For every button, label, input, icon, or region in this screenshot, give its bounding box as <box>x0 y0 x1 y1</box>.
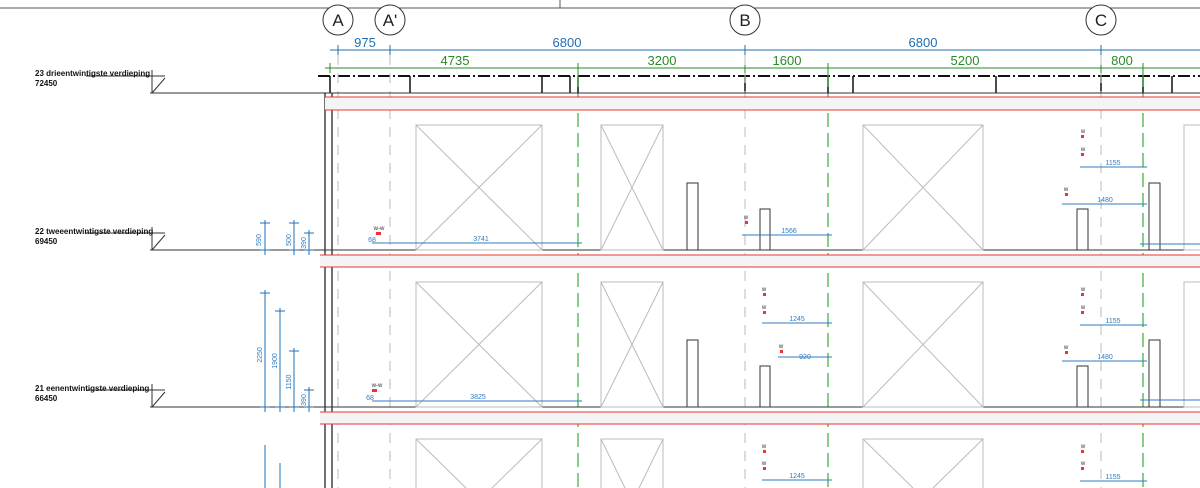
dimension-label: 1245 <box>789 473 805 480</box>
floor-dimensions <box>372 166 1200 482</box>
grid-label: A' <box>383 11 398 30</box>
wall-tag: w-w <box>373 226 385 232</box>
wall-tag: w <box>1063 187 1069 193</box>
dimension-label: 6800 <box>553 35 582 50</box>
dimension-label: 3825 <box>470 394 486 401</box>
dimension-label: 1155 <box>1105 160 1120 167</box>
level-name: 21 eenentwintigste verdieping <box>35 384 149 393</box>
dimension-label: 390 <box>301 394 308 406</box>
wall-tag: w <box>1080 287 1086 293</box>
wall-tag: w <box>1080 444 1086 450</box>
dimension-label: 1480 <box>1097 354 1113 361</box>
dimension-label: 1155 <box>1105 474 1120 481</box>
dimension-label: 1155 <box>1105 318 1120 325</box>
level-name: 23 drieentwintigste verdieping <box>35 69 150 78</box>
dimension-label: 1566 <box>781 228 797 235</box>
wall-tag: w-w <box>371 383 383 389</box>
dimension-label: 68 <box>366 395 374 402</box>
dimension-label: 2250 <box>257 347 264 363</box>
wall-tag: w <box>1080 461 1086 467</box>
wall-tag: w <box>1080 305 1086 311</box>
grid-bubble-a-prime[interactable]: A' <box>374 4 406 36</box>
wall-markers <box>372 135 1084 470</box>
wall-tag: w <box>743 215 749 221</box>
parapet-posts <box>329 76 1173 93</box>
wall-tag: w <box>1080 147 1086 153</box>
wall-tag: w <box>778 344 784 350</box>
level-elevation: 69450 <box>35 237 58 246</box>
level-elevation: 66450 <box>35 394 58 403</box>
dimension-label: 1900 <box>272 353 279 369</box>
dimension-label: 975 <box>354 35 376 50</box>
slab-21 <box>150 406 1200 425</box>
dimension-label: 590 <box>256 234 263 246</box>
dimension-label: 1245 <box>789 316 805 323</box>
grid-dimension-line <box>330 45 1200 55</box>
grid-bubble-c[interactable]: C <box>1085 4 1117 36</box>
wall-tag: w <box>1080 129 1086 135</box>
grid-label: C <box>1095 11 1107 30</box>
dimension-label: 1480 <box>1097 197 1113 204</box>
dimension-label: 920 <box>799 354 811 361</box>
grid-bubble-b[interactable]: B <box>729 4 761 36</box>
level-elevation: 72450 <box>35 79 58 88</box>
dimension-label: 1150 <box>286 374 293 389</box>
posts <box>686 182 1161 408</box>
slab-23 <box>150 92 1200 111</box>
wall-tag: w <box>761 461 767 467</box>
dimension-label: 1600 <box>773 53 802 68</box>
dimension-label: 5200 <box>951 53 980 68</box>
wall-tag: w <box>761 287 767 293</box>
level-marker-23[interactable]: 23 drieentwintigste verdieping 72450 <box>35 69 166 94</box>
dimension-label: 800 <box>1111 53 1133 68</box>
dimension-label: 6800 <box>909 35 938 50</box>
level-name: 22 tweeentwintigste verdieping <box>35 227 153 236</box>
windows <box>415 124 1200 488</box>
dimension-label: 3200 <box>648 53 677 68</box>
grid-bubble-a[interactable]: A <box>322 4 354 36</box>
wall-tag: w <box>761 444 767 450</box>
grid-label: B <box>739 11 750 30</box>
dimension-label: 4735 <box>441 53 470 68</box>
slab-22 <box>150 249 1200 268</box>
dimension-label: 390 <box>301 237 308 249</box>
dimension-label: 3741 <box>473 236 489 243</box>
wall-tag: w <box>1063 345 1069 351</box>
level-marker-21[interactable]: 21 eenentwintigste verdieping 66450 <box>35 384 166 408</box>
left-dimensions <box>260 220 314 488</box>
grid-label: A <box>332 11 344 30</box>
dimension-label: 68 <box>368 237 376 244</box>
bay-dimension-line <box>325 63 1200 73</box>
dimension-label: 500 <box>286 234 293 246</box>
wall-tag: w <box>761 305 767 311</box>
level-marker-22[interactable]: 22 tweeentwintigste verdieping 69450 <box>35 227 166 251</box>
